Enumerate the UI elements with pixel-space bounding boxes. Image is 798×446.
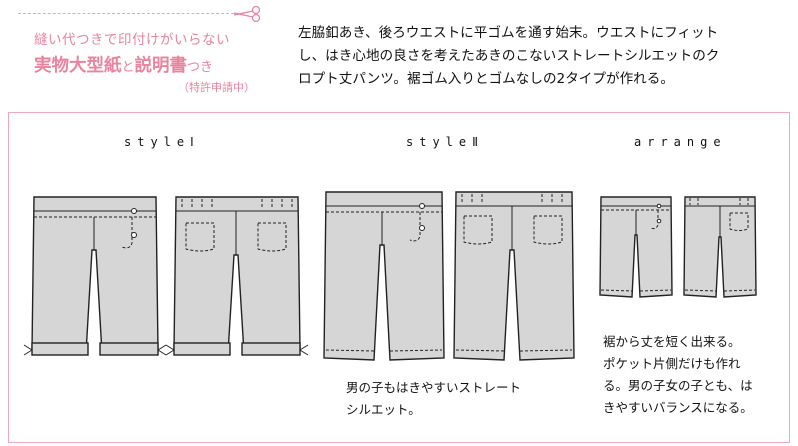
- tagline-pattern: 実物大型紙: [34, 56, 122, 76]
- caption-line: 男の子もはきやすいストレート: [346, 380, 522, 395]
- style1-back-pants-illustration: [165, 196, 309, 356]
- arrange-title: arrange: [634, 135, 727, 149]
- tagline-and: と: [121, 60, 135, 75]
- tagline-instructions: 説明書: [134, 56, 188, 76]
- caption-line: ポケット片側だけも作れ: [603, 356, 741, 371]
- caption-line: る。男の子女の子とも、は: [603, 378, 753, 393]
- tagline-seam-allowance: 縫い代つきで印付けがいらない: [34, 32, 230, 48]
- style2-caption: 男の子もはきやすいストレート シルエット。: [346, 377, 521, 421]
- arrange-caption: 裾から丈を短く出来る。 ポケット片側だけも作れ る。男の子女の子とも、は きやす…: [603, 331, 753, 419]
- style2-front-pants-illustration: [323, 191, 445, 361]
- dashed-cut-line: [18, 13, 244, 14]
- style1-front-pants-illustration: [23, 196, 167, 356]
- style2-back-pants-illustration: [453, 191, 575, 361]
- scissors-icon: [233, 6, 261, 22]
- tagline-included: つき: [187, 60, 214, 75]
- header-tagline-block: 縫い代つきで印付けがいらない 実物大型紙と説明書つき （特許申請中）: [0, 0, 290, 100]
- description-line: ロプト丈パンツ。裾ゴム入りとゴムなしの2タイプが作れる。: [298, 71, 674, 87]
- illustration-frame: [8, 112, 790, 443]
- arrange-back-pants-illustration: [683, 196, 757, 298]
- arrange-front-pants-illustration: [599, 196, 673, 298]
- caption-line: シルエット。: [346, 402, 421, 417]
- description-line: し、はき心地の良さを考えたあきのこないストレートシルエットのク: [298, 48, 720, 64]
- style2-title: styleⅡ: [406, 135, 485, 149]
- description-line: 左脇釦あき、後ろウエストに平ゴムを通す始末。ウエストにフィット: [298, 25, 719, 41]
- caption-line: きやすいバランスになる。: [603, 400, 753, 415]
- caption-line: 裾から丈を短く出来る。: [603, 334, 741, 349]
- tagline-pattern-and-instructions: 実物大型紙と説明書つき: [34, 52, 213, 77]
- style1-title: styleⅠ: [124, 135, 200, 149]
- tagline-patent-pending: （特許申請中）: [178, 81, 255, 94]
- description-paragraph: 左脇釦あき、後ろウエストに平ゴムを通す始末。ウエストにフィット し、はき心地の良…: [298, 22, 788, 91]
